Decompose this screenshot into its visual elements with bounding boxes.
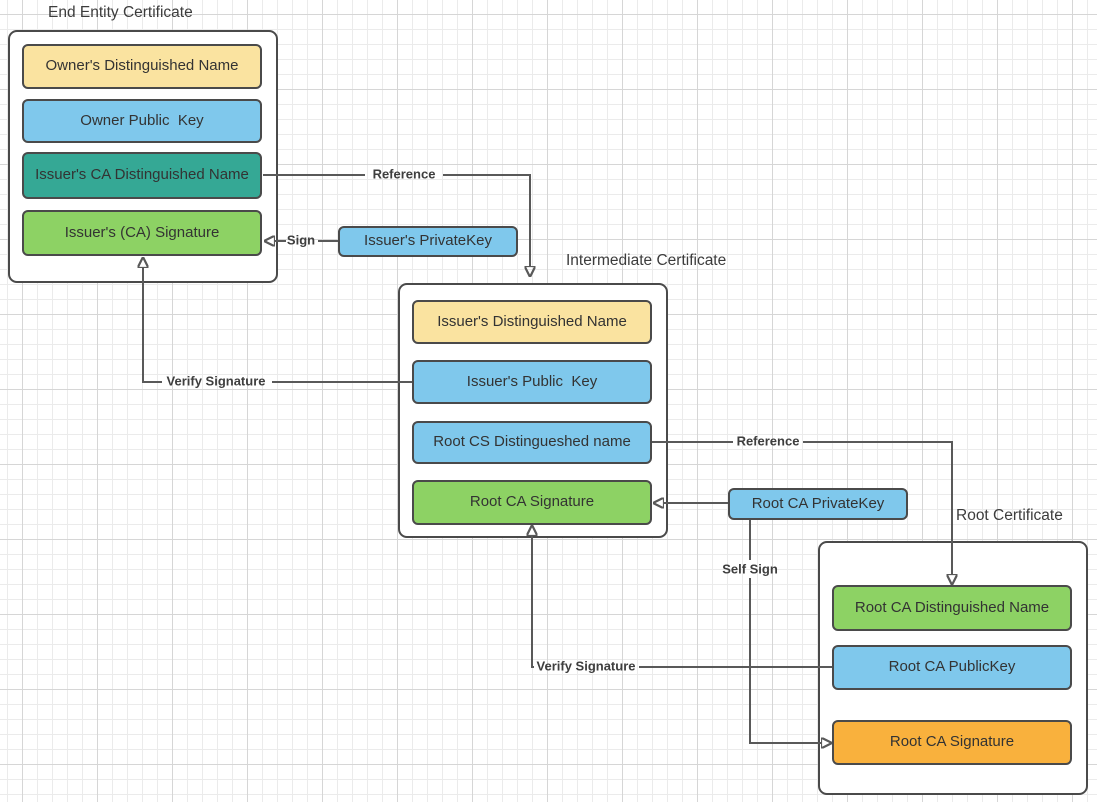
- field-label: Issuer's (CA) Signature: [64, 223, 220, 241]
- field-issuers-public-key[interactable]: Issuer's Public Key: [412, 360, 652, 404]
- root-ca-private-key-box[interactable]: Root CA PrivateKey: [728, 488, 908, 520]
- reference-label-top: Reference: [372, 166, 436, 182]
- end-entity-certificate-title: End Entity Certificate: [48, 4, 193, 21]
- field-label: Issuer's Distinguished Name: [437, 312, 627, 330]
- field-label: Root CA PublicKey: [888, 658, 1016, 676]
- verify-signature-arrow-bottom[interactable]: [532, 536, 832, 668]
- field-owners-distinguished-name[interactable]: Owner's Distinguished Name: [22, 44, 262, 89]
- field-label: Root CA Signature: [469, 493, 595, 511]
- field-root-ca-distinguished-name[interactable]: Root CA Distinguished Name: [832, 585, 1072, 631]
- self-sign-label: Self Sign: [722, 561, 778, 577]
- field-label: Root CA Distinguished Name: [854, 598, 1050, 616]
- field-issuers-ca-distinguished-name[interactable]: Issuer's CA Distinguished Name: [22, 152, 262, 199]
- field-root-ca-signature-intermediate[interactable]: Root CA Signature: [412, 480, 652, 525]
- intermediate-certificate-title: Intermediate Certificate: [566, 252, 727, 269]
- verify-signature-arrow-left[interactable]: [143, 268, 412, 383]
- verify-signature-label-left: Verify Signature: [166, 373, 266, 389]
- field-label: Root CA Signature: [889, 733, 1015, 751]
- field-label: Owner's Distinguished Name: [45, 57, 239, 75]
- issuer-private-key-box[interactable]: Issuer's PrivateKey: [338, 226, 518, 257]
- field-label: Owner Public Key: [80, 111, 204, 129]
- key-label: Root CA PrivateKey: [751, 494, 885, 512]
- verify-signature-label-bottom: Verify Signature: [536, 658, 636, 674]
- root-certificate-title: Root Certificate: [956, 507, 1063, 524]
- field-label: Root CS Distingueshed name: [433, 433, 631, 451]
- field-root-ca-public-key[interactable]: Root CA PublicKey: [832, 645, 1072, 690]
- key-label: Issuer's PrivateKey: [364, 232, 492, 250]
- field-root-cs-distingueshed-name[interactable]: Root CS Distingueshed name: [412, 421, 652, 464]
- sign-label: Sign: [286, 232, 316, 248]
- field-root-ca-signature-root[interactable]: Root CA Signature: [832, 720, 1072, 765]
- field-owner-public-key[interactable]: Owner Public Key: [22, 99, 262, 143]
- self-sign-arrow[interactable]: [749, 520, 821, 743]
- field-label: Issuer's CA Distinguished Name: [35, 166, 249, 184]
- reference-label-right: Reference: [736, 433, 800, 449]
- field-issuers-distinguished-name[interactable]: Issuer's Distinguished Name: [412, 300, 652, 344]
- field-issuers-ca-signature[interactable]: Issuer's (CA) Signature: [22, 210, 262, 256]
- field-label: Issuer's Public Key: [466, 372, 598, 390]
